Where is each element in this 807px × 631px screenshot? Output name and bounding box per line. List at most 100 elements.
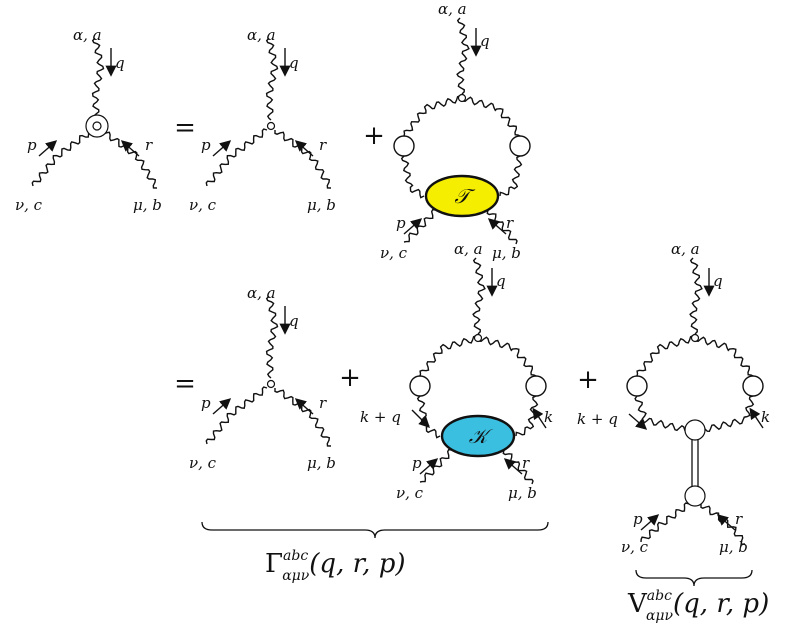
label-gamma-part-0: Γ: [265, 549, 283, 579]
row1-loop-T-label-p: p: [396, 214, 406, 232]
row1-loop-T-gluon-r: [486, 209, 518, 245]
row2-loop-K-arrow-k-plus-q: [411, 409, 430, 428]
row2-loop-K-gluon-r: [502, 449, 534, 485]
row2-loop-K-gluon-loop-right-bottom: [515, 395, 539, 437]
lhs-gluon-p: [31, 128, 94, 187]
row2-loop-K-arrow-k: [532, 407, 547, 429]
row1-tree-vertex: [266, 121, 276, 131]
row2-tree-arrow-p: [212, 398, 232, 415]
row1-loop-T-label-mu-b: μ, b: [492, 244, 521, 262]
row2-loop-K-label-nu-c: ν, c: [396, 484, 424, 502]
brace-gamma: [201, 521, 549, 539]
row2-pole-gluon-loop-left-bottom: [634, 395, 688, 432]
row2-pole-gluon-loop-right-bottom: [702, 395, 755, 433]
label-vertex-part-0: V: [627, 589, 648, 619]
row1-loop-T-arrow-p: [403, 218, 423, 235]
row1-tree-gluon-p: [205, 128, 268, 187]
row2-loop-K-label-alpha-a: α, a: [454, 240, 483, 258]
lhs-label-r: r: [145, 136, 153, 154]
lhs-label-alpha-a: α, a: [73, 26, 102, 44]
row1-loop-T-vertex: [457, 93, 467, 103]
row1-loop-T-gluon-p: [403, 208, 437, 243]
row2-pole-pole-vertex-bottom: [684, 485, 706, 507]
row2-equals: =: [174, 369, 196, 399]
label-gamma-part-3: (q, r, p): [309, 549, 405, 579]
lhs-label-nu-c: ν, c: [15, 196, 43, 214]
row1-tree-arrow-r: [294, 140, 314, 157]
row1-tree-gluon-r: [274, 130, 332, 189]
row2-tree-label-mu-b: μ, b: [307, 454, 336, 472]
line-layer: [31, 17, 764, 587]
row2-pole-gluon-p: [640, 502, 690, 543]
row2-pole-propagator-right: [742, 375, 764, 397]
lhs-arrow-r: [120, 140, 140, 157]
row2-pole-label-r: r: [735, 510, 743, 528]
row1-loop-T-propagator-left: [393, 135, 415, 157]
row1-loop-T-label-r: r: [506, 214, 514, 232]
row2-pole-label-nu-c: ν, c: [621, 538, 649, 556]
row2-pole-arrow-k: [749, 407, 764, 429]
shape-layer: [85, 93, 764, 507]
row2-pole-label-q: q: [713, 272, 723, 290]
row2-pole-label-k: k: [761, 408, 770, 426]
row1-loop-T-label-nu-c: ν, c: [380, 244, 408, 262]
row2-loop-K-gluon-loop-left-top: [419, 335, 479, 377]
row2-pole-label-mu-b: μ, b: [719, 538, 748, 556]
row2-pole-gluon-loop-right-top: [694, 336, 754, 377]
label-vertex: Vabc αμν(q, r, p): [627, 588, 769, 624]
lhs-gluon-r: [100, 130, 158, 189]
row2-tree-gluon-r: [274, 388, 332, 447]
label-vertex-part-2: αμν: [646, 608, 674, 624]
row1-tree-label-r: r: [319, 136, 327, 154]
row1-tree-label-alpha-a: α, a: [247, 26, 276, 44]
row2-loop-K-label-r: r: [522, 454, 530, 472]
row2-loop-K-vertex: [473, 333, 483, 343]
row2-tree-arrow-r: [294, 398, 314, 415]
row2-pole-arrow-p: [640, 514, 660, 531]
row1-tree-label-p: p: [201, 136, 211, 154]
row2-loop-K-gluon-p: [419, 448, 453, 483]
row2-pole-vertex: [690, 333, 700, 343]
row2-pole-label-k-plus-q: k + q: [577, 410, 618, 428]
row1-equals: =: [174, 113, 196, 143]
row2-tree-gluon-p: [205, 386, 268, 445]
row2-pole-arrow-k-plus-q: [628, 413, 648, 430]
label-gamma-part-1: abc: [283, 548, 308, 564]
row2-pole-label-alpha-a: α, a: [671, 240, 700, 258]
row2-pole-pole-vertex-top: [684, 419, 706, 441]
row1-loop-T-label-q: q: [480, 32, 490, 50]
row1-loop-T-arrow-r: [487, 218, 507, 235]
row1-loop-T-gluon-q: [456, 17, 470, 95]
row1-loop-T-propagator-right: [509, 135, 531, 157]
row2-pole-label-p: p: [633, 510, 643, 528]
row1-tree-gluon-q: [265, 37, 279, 121]
row2-loop-K-arrow-r: [503, 458, 523, 475]
label-vertex-part-1: abc: [647, 588, 672, 604]
row2-loop-K-label-k-plus-q: k + q: [360, 408, 401, 426]
row2-loop-K-gluon-loop-left-bottom: [416, 395, 441, 439]
row1-loop-T-gluon-loop-left-top: [403, 95, 463, 137]
row2-loop-K-propagator-left: [409, 375, 431, 397]
row2-plus-2: +: [577, 365, 599, 395]
row2-loop-K-label-k: k: [544, 408, 553, 426]
row1-loop-T-gluon-loop-right-bottom: [499, 155, 523, 197]
row2-loop-K-arrow-p: [419, 458, 439, 475]
row1-loop-T-kernel: [424, 174, 500, 218]
row1-loop-T-gluon-loop-right-top: [461, 96, 521, 137]
row2-loop-K-kernel: [440, 414, 516, 458]
row2-pole-gluon-q: [689, 257, 703, 335]
row2-loop-K-propagator-right: [525, 375, 547, 397]
row2-tree-label-p: p: [201, 394, 211, 412]
row2-tree-vertex: [266, 379, 276, 389]
brace-vertex: [635, 569, 753, 587]
lhs-gluon-q: [91, 37, 105, 121]
label-vertex-part-3: (q, r, p): [673, 589, 769, 619]
row2-tree-label-alpha-a: α, a: [247, 284, 276, 302]
lhs-label-q: q: [115, 54, 125, 72]
row2-tree-label-q: q: [289, 312, 299, 330]
row2-tree-label-r: r: [319, 394, 327, 412]
row2-plus: +: [339, 363, 361, 393]
lhs-label-p: p: [27, 136, 37, 154]
